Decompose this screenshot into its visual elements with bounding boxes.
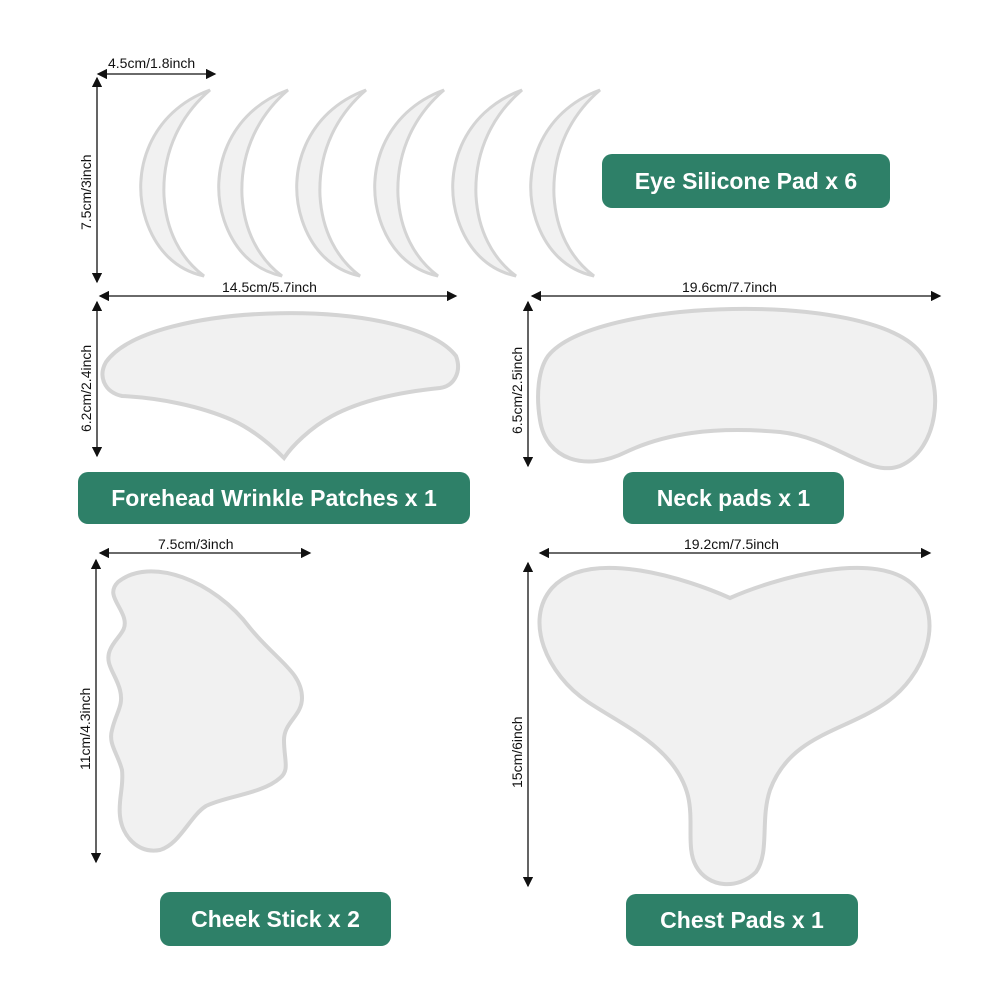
forehead-width-dimension: 14.5cm/5.7inch xyxy=(222,279,317,295)
chest-pad-label: Chest Pads x 1 xyxy=(626,894,858,946)
chest-pad xyxy=(537,565,932,887)
eye-width-dimension: 4.5cm/1.8inch xyxy=(108,55,195,71)
cheek-stick xyxy=(106,569,305,853)
cheek-stick-label: Cheek Stick x 2 xyxy=(160,892,391,946)
forehead-dimension-lines xyxy=(91,290,458,458)
neck-pad xyxy=(536,306,938,471)
cheek-dimension-lines xyxy=(90,547,312,864)
neck-height-dimension: 6.5cm/2.5inch xyxy=(509,347,525,434)
eye-dimension-lines xyxy=(91,68,217,284)
eye-height-dimension: 7.5cm/3inch xyxy=(78,155,94,230)
eye-silicone-pads xyxy=(139,88,602,278)
forehead-height-dimension: 6.2cm/2.4inch xyxy=(78,345,94,432)
neck-width-dimension: 19.6cm/7.7inch xyxy=(682,279,777,295)
cheek-width-dimension: 7.5cm/3inch xyxy=(158,536,233,552)
eye-pad-label: Eye Silicone Pad x 6 xyxy=(602,154,890,208)
neck-dimension-lines xyxy=(522,290,942,468)
forehead-patch xyxy=(100,311,460,462)
chest-dimension-lines xyxy=(522,547,932,888)
forehead-patch-label: Forehead Wrinkle Patches x 1 xyxy=(78,472,470,524)
cheek-height-dimension: 11cm/4.3inch xyxy=(77,688,93,770)
chest-height-dimension: 15cm/6inch xyxy=(509,716,525,788)
neck-pad-label: Neck pads x 1 xyxy=(623,472,844,524)
chest-width-dimension: 19.2cm/7.5inch xyxy=(684,536,779,552)
